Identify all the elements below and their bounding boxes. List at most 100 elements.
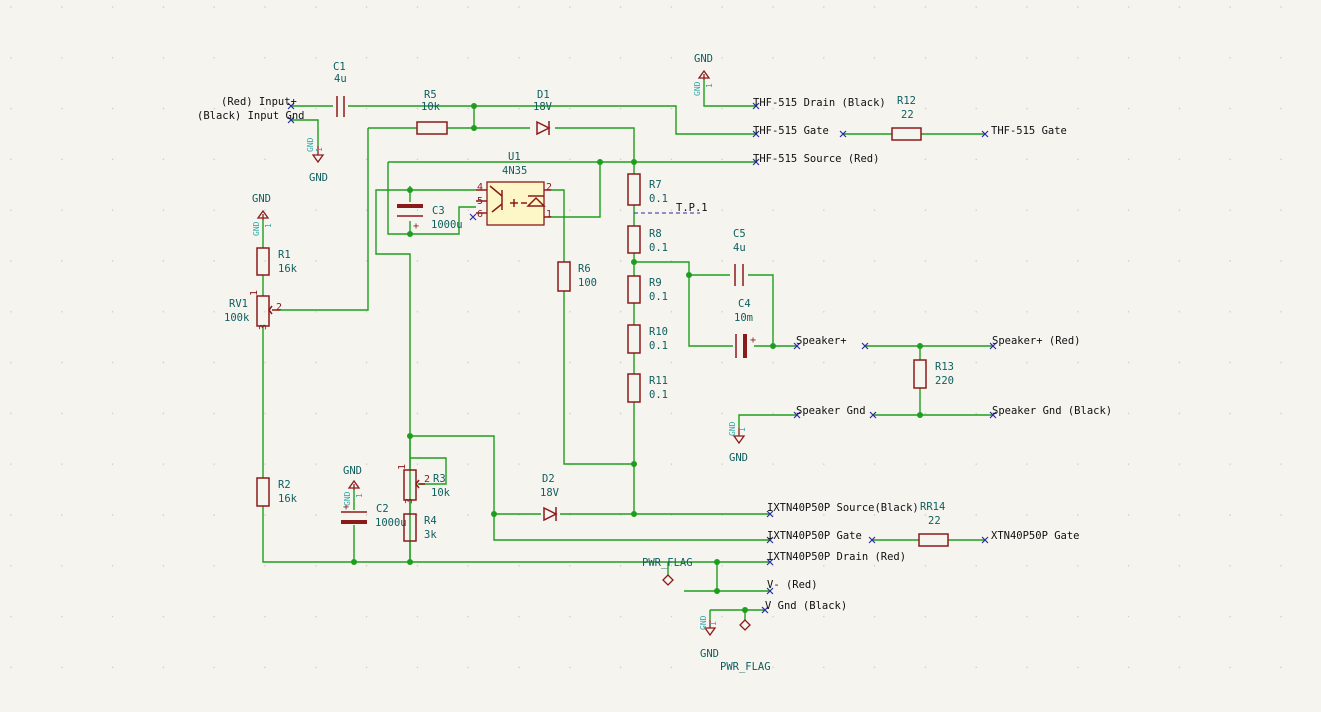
svg-text:GND: GND [693,81,702,96]
resistor-r1[interactable]: R1 16k [256,247,298,276]
r4-value: 3k [424,529,437,541]
net-labels: (Red) Input+ (Black) Input Gnd THF-515 D… [197,96,1112,612]
r7-value: 0.1 [649,193,668,205]
c4-ref: C4 [738,298,751,310]
label-input-plus: (Red) Input+ [221,96,297,108]
r12-value: 22 [901,109,914,121]
gnd-symbol-rv1: GND 1 GND [252,193,273,236]
c2-ref: C2 [376,503,389,515]
svg-text:GND: GND [343,491,352,506]
r6-ref: R6 [578,263,591,275]
resistor-r2[interactable]: R2 16k [256,477,298,507]
label-ixtn-gate-2: XTN40P50P Gate [991,530,1080,542]
c2-value: 1000u [375,517,407,529]
r7-ref: R7 [649,179,662,191]
svg-text:+: + [343,502,349,513]
label-input-gnd: (Black) Input Gnd [197,110,304,122]
capacitor-c3[interactable]: + C3 1000u [397,204,463,232]
d1-value: 18V [533,101,553,113]
gnd-symbol-input: GND 1 GND [306,137,328,184]
svg-text:1: 1 [315,147,324,152]
r9-ref: R9 [649,277,662,289]
zener-d1[interactable]: D1 18V [533,89,553,136]
gnd-symbol-c2: GND 1 GND [343,465,364,506]
r9-value: 0.1 [649,291,668,303]
r3-pin1: 1 [397,464,408,470]
u1-value: 4N35 [502,165,527,177]
r6-value: 100 [578,277,597,289]
svg-text:1: 1 [705,83,714,88]
label-v-minus: V- (Red) [767,579,818,591]
d2-value: 18V [540,487,560,499]
resistor-r7[interactable]: R7 0.1 [627,173,668,206]
gnd-label-speaker: GND [729,452,748,464]
u1-pin5: 5 [477,196,483,207]
pwr-flag-label-2: PWR_FLAG [720,661,771,673]
resistor-r4[interactable]: R4 3k [403,513,437,542]
tp1-label: T.P.1 [676,202,708,214]
r8-value: 0.1 [649,242,668,254]
resistor-r12[interactable]: R12 22 [891,95,922,141]
label-ixtn-gate: IXTN40P50P Gate [767,530,862,542]
r5-ref: R5 [424,89,437,101]
r3-value: 10k [431,487,451,499]
potentiometer-rv1[interactable]: RV1 100k 2 1 3 [224,290,282,330]
test-point-tp1[interactable]: T.P.1 [634,202,708,214]
r13-ref: R13 [935,361,954,373]
gnd-label-rv1: GND [252,193,271,205]
r10-ref: R10 [649,326,668,338]
label-v-gnd: V Gnd (Black) [765,600,847,612]
r8-ref: R8 [649,228,662,240]
r11-value: 0.1 [649,389,668,401]
c3-ref: C3 [432,205,445,217]
r3-pin2: 2 [424,474,430,485]
capacitor-c4[interactable]: + C4 10m [734,298,756,358]
r2-value: 16k [278,493,298,505]
label-speaker-plus-red: Speaker+ (Red) [992,335,1081,347]
capacitor-c5[interactable]: C5 4u [733,228,746,286]
r5-value: 10k [421,101,441,113]
capacitor-c2[interactable]: + C2 1000u [341,502,407,529]
label-ixtn-source: IXTN40P50P Source(Black) [767,502,919,514]
r1-ref: R1 [278,249,291,261]
r3-ref: R3 [433,473,446,485]
gnd-label-input: GND [309,172,328,184]
d1-ref: D1 [537,89,550,101]
zener-d2[interactable]: D2 18V [540,473,560,522]
no-connect-markers [287,102,997,614]
resistor-r9[interactable]: R9 0.1 [627,275,668,304]
pwr-flag-label-1: PWR_FLAG [642,557,693,569]
u1-pin2: 2 [546,182,552,193]
optocoupler-u1[interactable]: U1 4N35 4 5 6 2 1 [476,151,552,226]
r13-value: 220 [935,375,954,387]
gnd-label-c2: GND [343,465,362,477]
c5-ref: C5 [733,228,746,240]
c1-ref: C1 [333,61,346,73]
resistor-r10[interactable]: R10 0.1 [627,324,668,354]
capacitor-c1[interactable]: C1 4u [333,61,347,117]
svg-text:1: 1 [709,621,718,626]
rv1-ref: RV1 [229,298,248,310]
resistor-r8[interactable]: R8 0.1 [627,225,668,254]
rr14-ref: RR14 [920,501,945,513]
resistor-r11[interactable]: R11 0.1 [627,373,668,403]
u1-pin1: 1 [546,209,552,220]
resistor-rr14[interactable]: RR14 22 [918,501,949,547]
label-speaker-gnd-black: Speaker Gnd (Black) [992,405,1112,417]
potentiometer-r3[interactable]: R3 10k 2 1 3 [397,464,451,504]
rv1-pin2: 2 [276,302,282,313]
svg-text:+: + [413,221,419,232]
rv1-value: 100k [224,312,250,324]
resistor-r5[interactable]: R5 10k [416,89,448,135]
svg-text:+: + [750,335,756,346]
gnd-symbol-bottom: GND 1 GND [699,615,719,660]
label-ixtn-drain: IXTN40P50P Drain (Red) [767,551,906,563]
label-thf-gate-2: THF-515 Gate [991,125,1067,137]
r1-value: 16k [278,263,298,275]
resistor-r13[interactable]: R13 220 [913,359,954,389]
r10-value: 0.1 [649,340,668,352]
resistor-r6[interactable]: R6 100 [557,261,597,292]
gnd-label-thf: GND [694,53,713,65]
